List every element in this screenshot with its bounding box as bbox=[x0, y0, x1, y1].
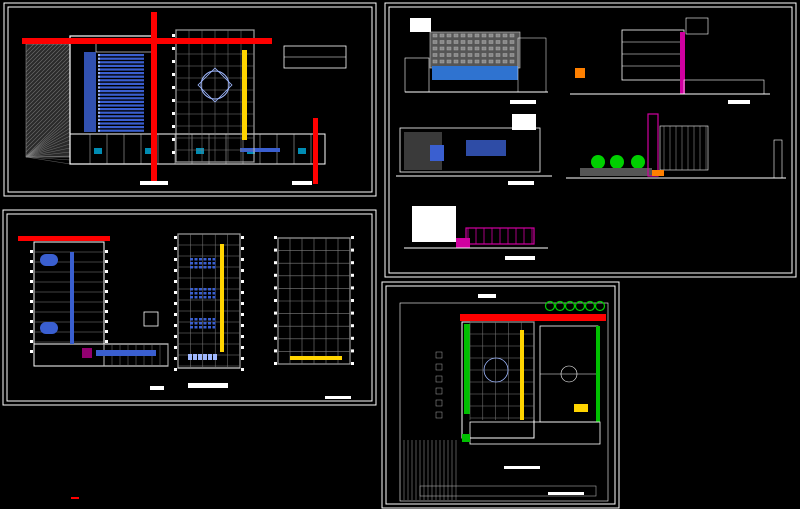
sheet-frame-inner bbox=[7, 6, 373, 193]
green-strip bbox=[464, 324, 470, 414]
sheet-upper-floor-plans bbox=[2, 209, 377, 406]
title-label-2 bbox=[292, 181, 312, 185]
structural-grid bbox=[469, 321, 535, 420]
glazing bbox=[432, 66, 518, 80]
side-elevation bbox=[404, 206, 548, 260]
front-elevation bbox=[404, 18, 548, 104]
tree-row bbox=[544, 300, 606, 312]
auditorium-seating bbox=[98, 54, 144, 132]
red-axis-vertical-1 bbox=[151, 12, 157, 184]
yellow-ramp bbox=[242, 50, 247, 140]
classroom-desks bbox=[188, 258, 217, 360]
sheet-frame-inner bbox=[385, 285, 616, 505]
red-axis-horizontal bbox=[22, 38, 272, 44]
grid-roof-plan bbox=[274, 236, 354, 365]
round-table bbox=[40, 254, 58, 266]
red-axis bbox=[18, 236, 110, 241]
sheet-floor-plan-auditorium bbox=[3, 2, 377, 197]
classroom-plan bbox=[177, 233, 241, 369]
red-axis-vertical-2 bbox=[313, 118, 318, 184]
grid-classroom-plan bbox=[174, 233, 244, 371]
title-label-1 bbox=[140, 181, 168, 185]
building-section bbox=[570, 17, 770, 104]
stray-mark bbox=[71, 497, 79, 499]
sheet-frame-outer bbox=[381, 281, 620, 509]
central-plaza bbox=[200, 70, 230, 100]
sheet-frame-outer bbox=[384, 2, 797, 278]
site-boundary bbox=[399, 302, 609, 502]
round-table bbox=[40, 322, 58, 334]
red-axis bbox=[460, 314, 606, 321]
side-aisle-block bbox=[84, 52, 96, 132]
sheet-elevations-sections bbox=[384, 2, 797, 278]
sheet-site-plan bbox=[381, 281, 620, 509]
sheet-frame-inner bbox=[388, 6, 793, 274]
sheet-frame-inner bbox=[6, 213, 373, 402]
lower-block bbox=[469, 421, 601, 445]
stairs bbox=[403, 351, 597, 500]
sheet-frame-outer bbox=[2, 209, 377, 406]
structural-grid bbox=[172, 29, 255, 163]
landscape-elevation bbox=[566, 113, 786, 179]
grid-l-plan bbox=[30, 250, 169, 366]
sheet-frame-outer bbox=[3, 2, 377, 197]
cross-section bbox=[396, 114, 552, 185]
hatched-zone bbox=[25, 43, 71, 165]
lower-wing bbox=[69, 133, 326, 165]
lower-wing-rooms bbox=[89, 134, 312, 164]
